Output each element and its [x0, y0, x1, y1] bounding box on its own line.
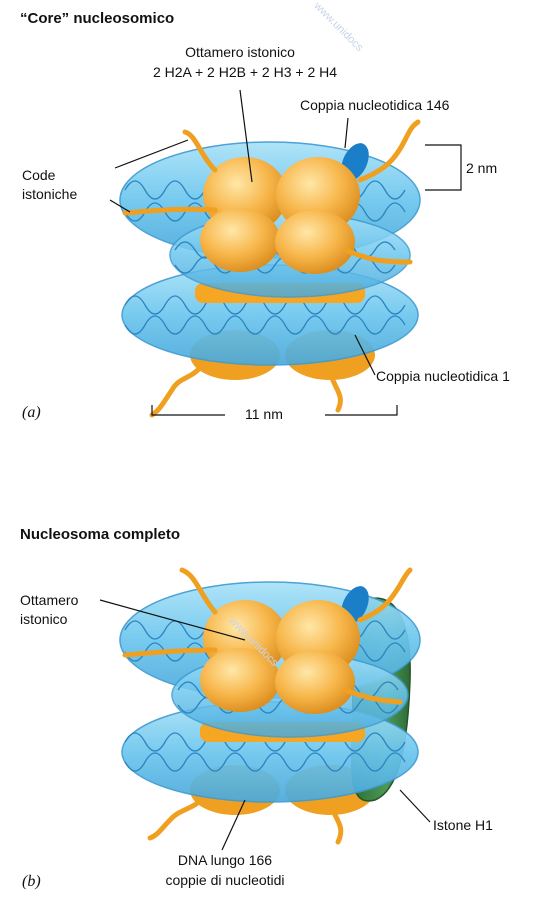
- histone-ball-3: [200, 208, 280, 272]
- panel-a-title: “Core” nucleosomico: [20, 10, 174, 27]
- dimension-2nm-bracket: [425, 145, 461, 190]
- histone-tail-lower-left: [152, 360, 205, 415]
- panel-b-letter: (b): [22, 873, 41, 890]
- dimension-2nm-label: 2 nm: [466, 160, 497, 177]
- panel-b-title: Nucleosoma completo: [20, 526, 180, 543]
- octamer-label-b-line2: istonico: [20, 611, 67, 628]
- dna-length-line2: coppie di nucleotidi: [135, 872, 315, 889]
- tails-label-line1: Code: [22, 167, 55, 184]
- octamer-label-b-line1: Ottamero: [20, 592, 78, 609]
- complete-nucleosome-illustration: [120, 570, 420, 842]
- histone-tail-lower-left-b: [150, 795, 205, 838]
- core-nucleosome-illustration: [120, 122, 420, 415]
- h1-label: Istone H1: [433, 817, 493, 834]
- dimension-11nm-label: 11 nm: [245, 406, 283, 423]
- panel-a-letter: (a): [22, 404, 41, 421]
- pair-146-label: Coppia nucleotidica 146: [300, 97, 449, 114]
- octamer-title-label: Ottamero istonico: [140, 44, 340, 61]
- histone-ball-4: [275, 210, 355, 274]
- dna-length-line1: DNA lungo 166: [135, 852, 315, 869]
- pair-1-label: Coppia nucleotidica 1: [376, 368, 510, 385]
- octamer-formula-label: 2 H2A + 2 H2B + 2 H3 + 2 H4: [110, 64, 380, 81]
- tails-label-line2: istoniche: [22, 186, 77, 203]
- histone-ball-4-b: [275, 650, 355, 714]
